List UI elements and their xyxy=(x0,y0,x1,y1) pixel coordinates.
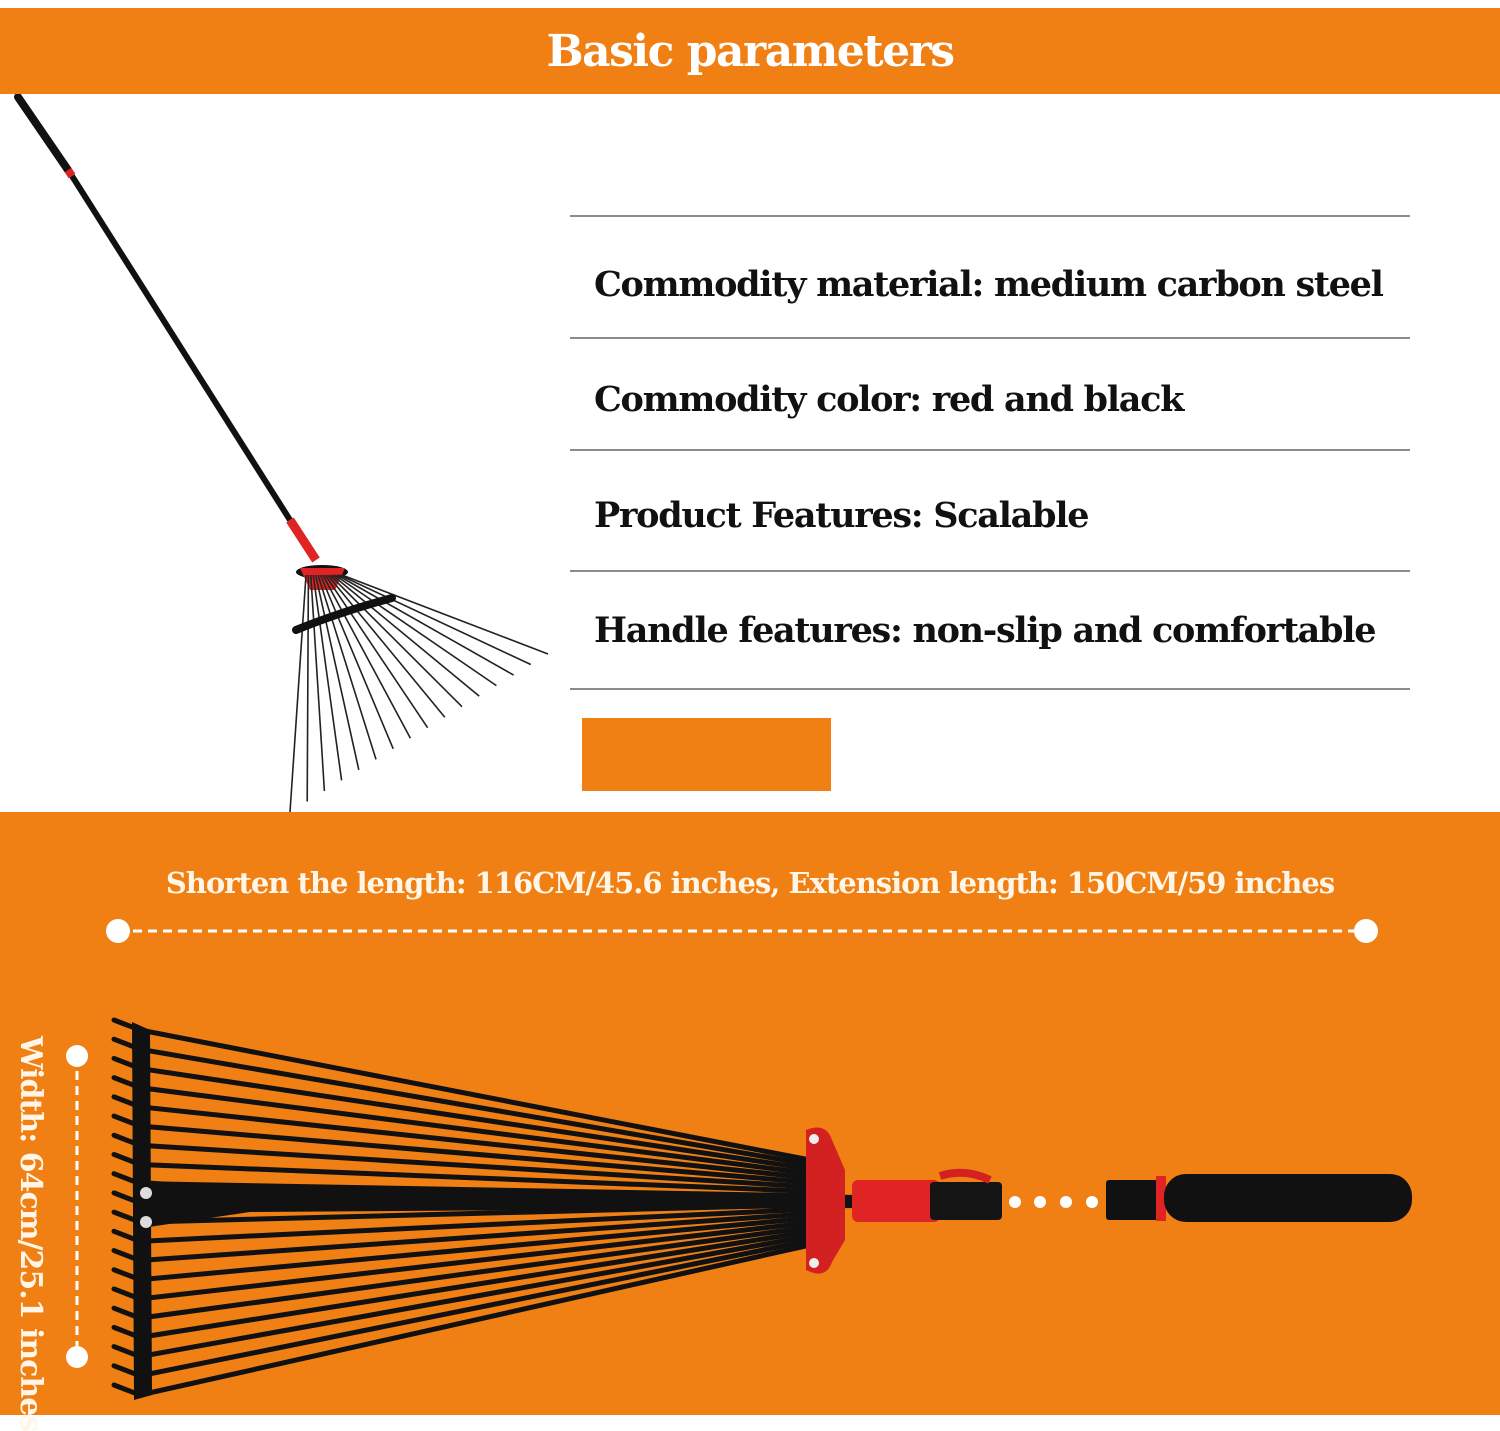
param-material: Commodity material: medium carbon steel xyxy=(594,264,1384,305)
rake-image xyxy=(14,94,549,813)
decorative-block xyxy=(582,718,831,791)
divider xyxy=(570,570,1410,572)
dimensions-section xyxy=(0,812,1500,1415)
length-label: Shorten the length: 116CM/45.6 inches, E… xyxy=(165,866,1335,900)
divider xyxy=(570,449,1410,451)
param-color: Commodity color: red and black xyxy=(594,379,1184,420)
page-title: Basic parameters xyxy=(546,25,955,77)
param-features: Product Features: Scalable xyxy=(594,495,1089,536)
divider xyxy=(570,337,1410,339)
header-banner: Basic parameters xyxy=(0,8,1500,94)
divider xyxy=(570,688,1410,690)
divider xyxy=(570,215,1410,217)
dimension-diagram xyxy=(66,919,1412,1400)
width-label: Width: 64cm/25.1 inches xyxy=(13,1036,48,1431)
param-handle: Handle features: non-slip and comfortabl… xyxy=(594,610,1376,651)
